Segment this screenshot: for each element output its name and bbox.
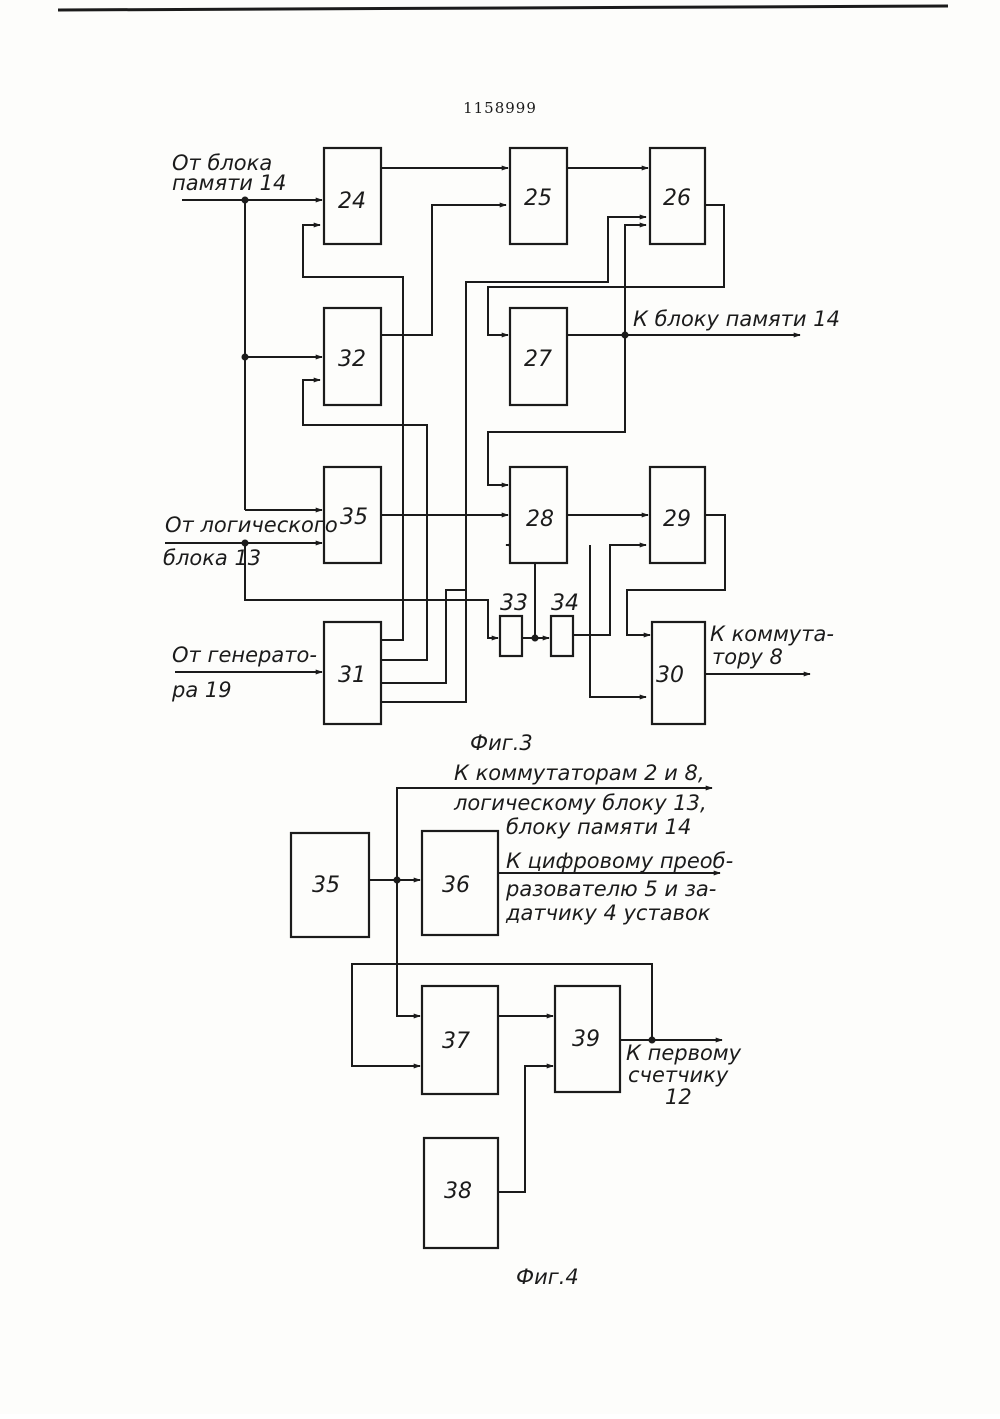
- fig4-output-top-1: К коммутаторам 2 и 8,: [454, 761, 705, 785]
- fig4-output-mid-3: датчику 4 уставок: [505, 901, 711, 925]
- fig4-output-top-3: блоку памяти 14: [506, 815, 691, 839]
- block-24: 24: [324, 148, 381, 244]
- output-label-memory: К блоку памяти 14: [633, 307, 840, 331]
- block-28: 28: [510, 467, 567, 563]
- fig4-block-39: 39: [555, 986, 620, 1092]
- svg-text:27: 27: [524, 347, 552, 372]
- fig4-block-38: 38: [424, 1138, 498, 1248]
- fig4-output-counter-1: К первому: [626, 1041, 742, 1065]
- block-31: 31: [324, 622, 381, 724]
- block-26: 26: [650, 148, 705, 244]
- svg-text:30: 30: [656, 663, 684, 688]
- fig4-output-top-2: логическому блоку 13,: [453, 791, 707, 815]
- fig4-block-36: 36: [422, 831, 498, 935]
- block-33: 33: [500, 591, 528, 656]
- svg-text:37: 37: [442, 1029, 470, 1054]
- svg-text:39: 39: [572, 1027, 600, 1052]
- svg-text:38: 38: [444, 1179, 472, 1204]
- block-25: 25: [510, 148, 567, 244]
- fig4-output-mid-1: К цифровому преоб-: [506, 849, 733, 873]
- input-label-gen-2: ра 19: [171, 678, 232, 702]
- svg-text:24: 24: [338, 189, 366, 214]
- top-border-line: [58, 6, 948, 10]
- figure-3: 24 25 26 27 28 29 30 31 32 33 34 35 От б…: [163, 148, 840, 755]
- svg-text:25: 25: [524, 186, 552, 211]
- svg-text:31: 31: [338, 663, 366, 688]
- input-label-logic-2: блока 13: [163, 546, 261, 570]
- output-label-switch-2: тору 8: [712, 645, 783, 669]
- block-27: 27: [510, 308, 567, 405]
- input-label-memory-2: памяти 14: [172, 171, 286, 195]
- output-label-switch-1: К коммута-: [710, 622, 834, 646]
- svg-text:34: 34: [551, 591, 579, 616]
- figure-4: 35 36 37 38 39 К коммутаторам 2 и 8, лог…: [291, 761, 742, 1289]
- fig4-output-counter-2: счетчику: [628, 1063, 729, 1087]
- block-29: 29: [650, 467, 705, 563]
- svg-text:35: 35: [312, 873, 340, 898]
- fig4-output-counter-3: 12: [665, 1085, 692, 1109]
- block-34: 34: [551, 591, 579, 656]
- svg-text:32: 32: [338, 347, 366, 372]
- svg-text:28: 28: [526, 507, 554, 532]
- svg-text:33: 33: [500, 591, 528, 616]
- svg-text:35: 35: [340, 505, 368, 530]
- figure-3-caption: Фиг.3: [470, 731, 533, 755]
- svg-text:36: 36: [442, 873, 470, 898]
- fig3-junctions: [242, 197, 629, 642]
- figure-4-caption: Фиг.4: [516, 1265, 579, 1289]
- fig4-output-mid-2: разователю 5 и за-: [505, 877, 716, 901]
- fig4-block-35: 35: [291, 833, 369, 937]
- input-label-gen-1: От генерато-: [172, 643, 317, 667]
- svg-text:29: 29: [663, 507, 691, 532]
- patent-number: 1158999: [463, 99, 537, 117]
- svg-text:26: 26: [663, 186, 691, 211]
- block-32: 32: [324, 308, 381, 405]
- block-30: 30: [652, 622, 705, 724]
- input-label-logic-1: От логического: [165, 513, 338, 537]
- fig4-block-37: 37: [422, 986, 498, 1094]
